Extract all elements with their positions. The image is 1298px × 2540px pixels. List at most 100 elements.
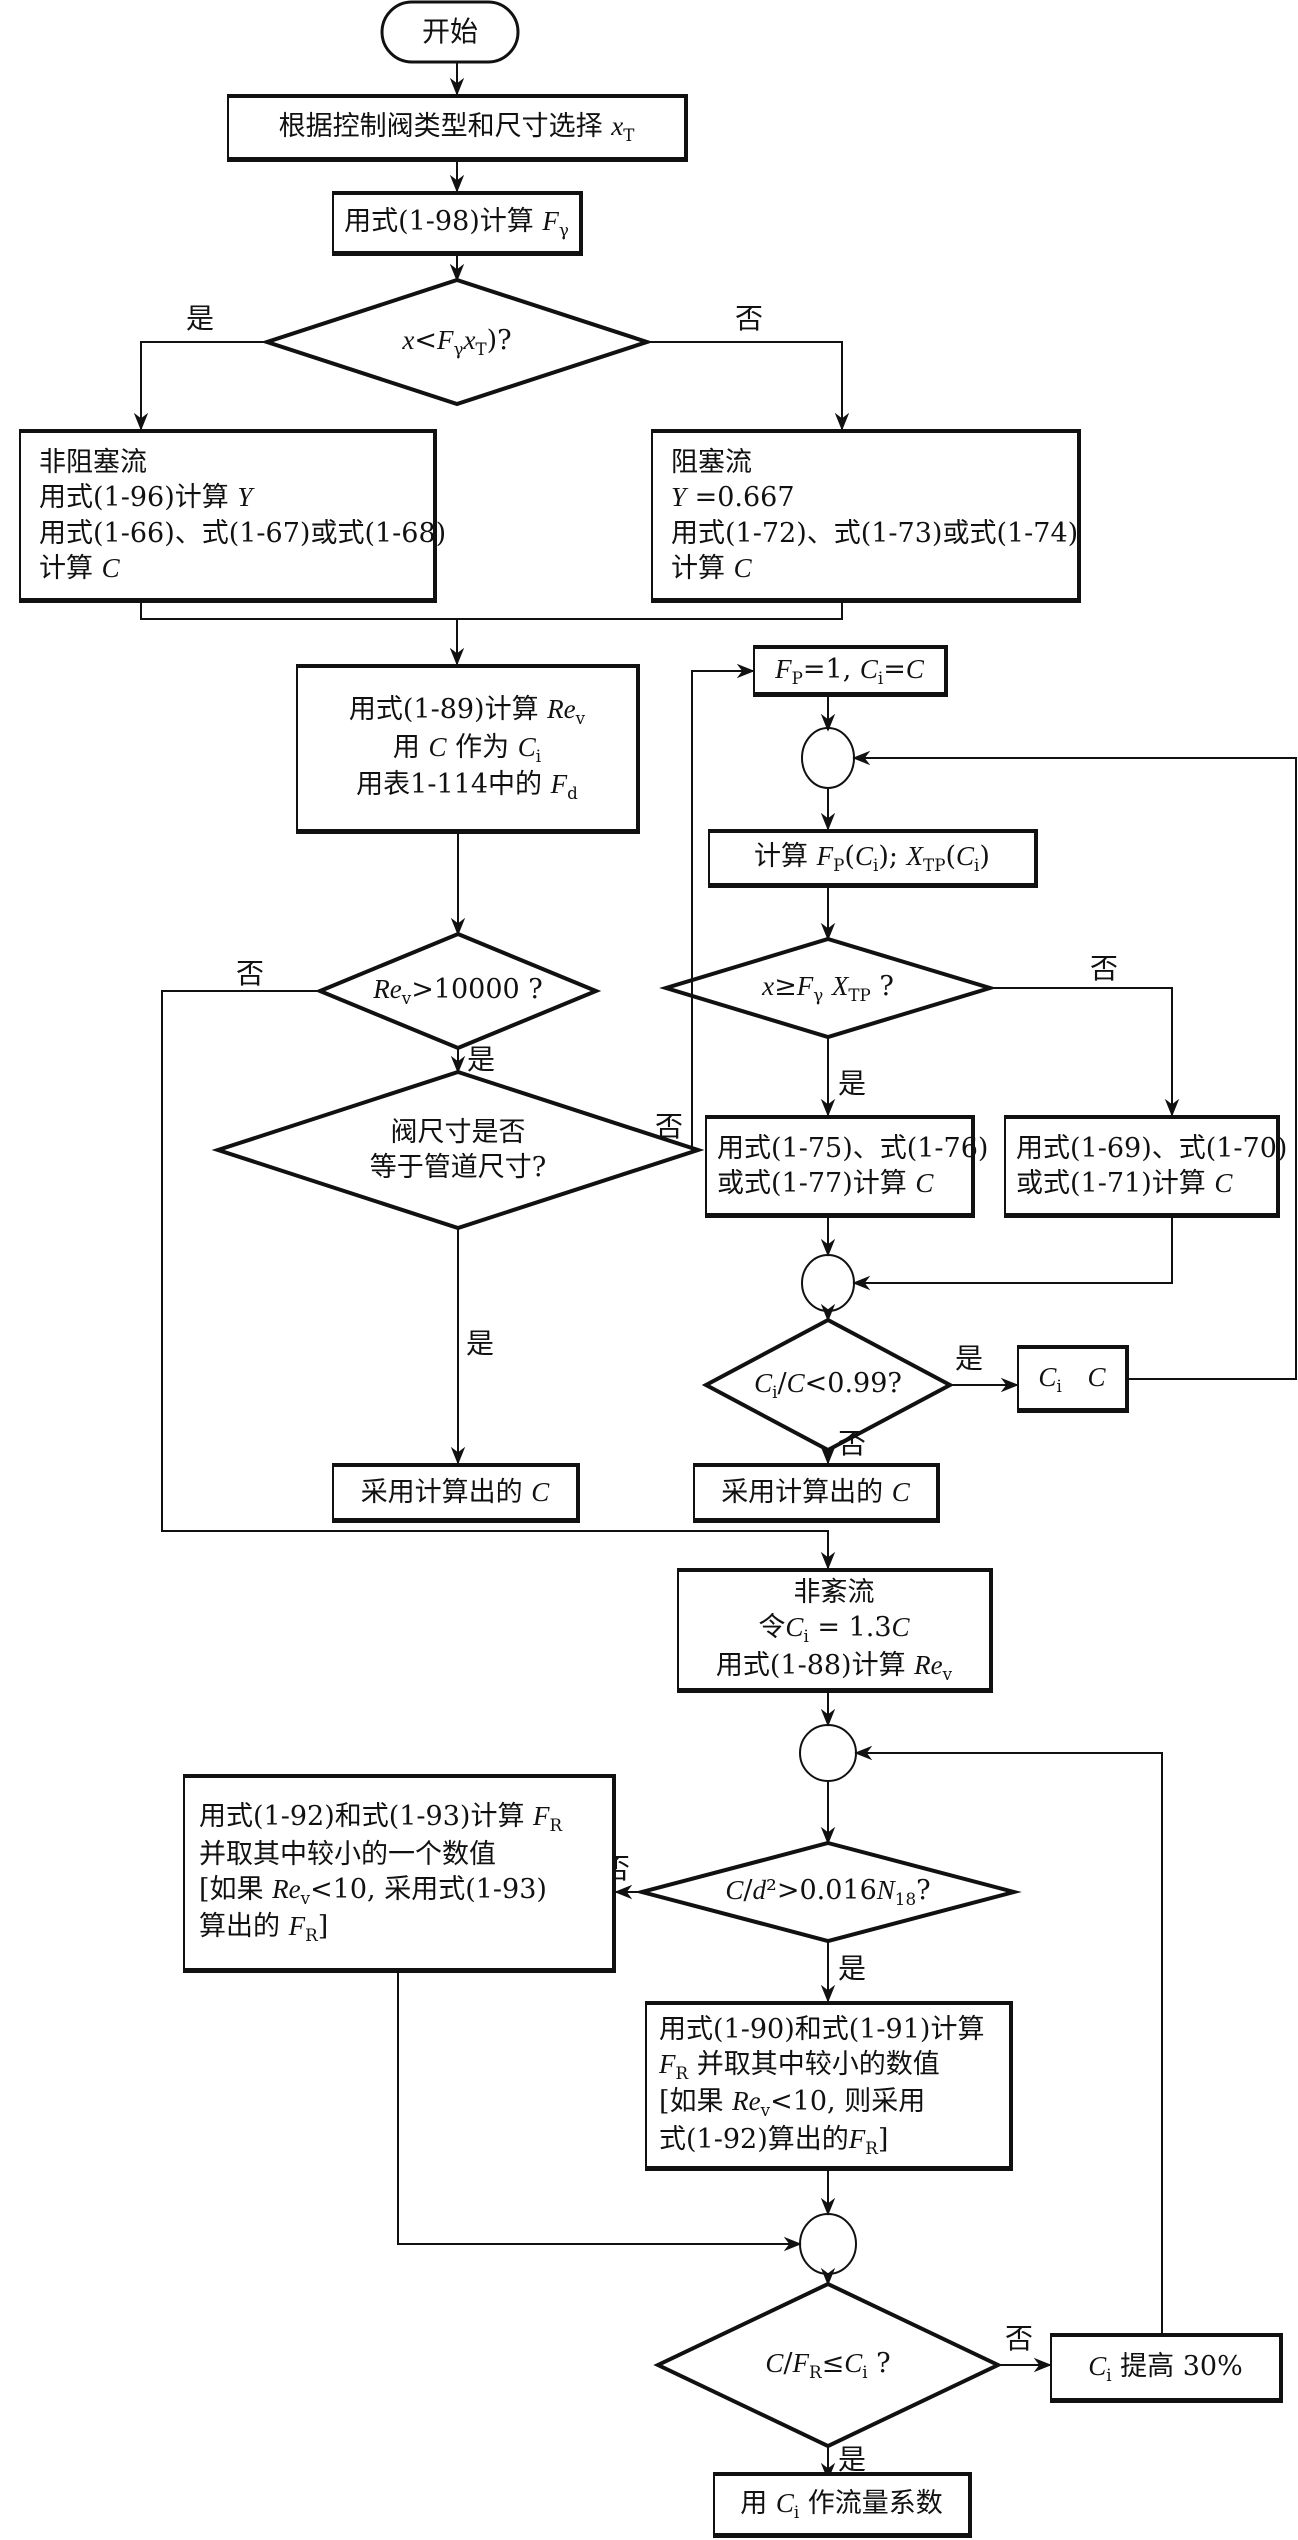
box-line: 计算 C: [671, 552, 752, 584]
box-line: 阻塞流: [671, 447, 752, 479]
connector-merge-left: [397, 1973, 802, 2252]
box-line: FR 并取其中较小的数值: [659, 2048, 940, 2083]
decision-choked-shape: [260, 277, 654, 407]
box-line: 式(1-92)算出的FR]: [659, 2123, 889, 2158]
yes-label: 是: [186, 302, 215, 335]
box-line: 非阻塞流: [39, 447, 147, 479]
calc-c-75-text: 用式(1-75)、式(1-76) 或式(1-77)计算 C: [717, 1131, 988, 1201]
final-label: 用 Ci 作流量系数: [740, 2487, 943, 2522]
fr-right-text: 用式(1-90)和式(1-91)计算 FR 并取其中较小的数值 [如果 Rev<…: [659, 2012, 984, 2160]
box-line: 用式(1-96)计算 Y: [39, 482, 253, 514]
connector-loop-back: [852, 750, 1297, 1380]
decision-xtp: x≥Fγ XTP ?: [710, 962, 946, 1014]
decision-size: 阀尺寸是否 等于管道尺寸?: [300, 1105, 616, 1195]
box-line: 或式(1-71)计算 C: [1016, 1168, 1233, 1199]
diamond-line: 阀尺寸是否: [390, 1116, 526, 1148]
decision-choked: x<FγxT)?: [337, 312, 577, 372]
calc-c-69-text: 用式(1-69)、式(1-70) 或式(1-71)计算 C: [1016, 1131, 1287, 1201]
calc-fp-xtp-label: 计算 FP(Ci); XTP(Ci): [754, 841, 990, 876]
box-line: 用表1-114中的 Fd: [356, 769, 578, 804]
junction-circle-3: [799, 1724, 857, 1782]
use-c-right-box: 采用计算出的 C: [693, 1463, 940, 1523]
select-xt-box: 根据控制阀类型和尺寸选择 xT: [227, 94, 688, 162]
junction-circle-4: [799, 2213, 857, 2275]
select-xt-label: 根据控制阀类型和尺寸选择 xT: [278, 110, 635, 145]
box-line: 用式(1-75)、式(1-76): [717, 1132, 989, 1164]
start-label: 开始: [421, 14, 478, 48]
no-label: 否: [1090, 952, 1119, 985]
connector-no-fp: [691, 663, 755, 1151]
box-line: [如果 Rev<10, 则采用: [659, 2086, 926, 2121]
start-terminal-shape: [380, 0, 520, 64]
box-line: 用式(1-69)、式(1-70): [1016, 1132, 1288, 1164]
box-line: 令Ci = 1.3C: [758, 1611, 910, 1646]
box-line: 用式(1-92)和式(1-93)计算 FR: [199, 1801, 563, 1835]
no-label: 否: [236, 957, 265, 990]
box-line: 用式(1-90)和式(1-91)计算: [659, 2013, 985, 2045]
decision-cfr-label: C/FR≤Ci ?: [765, 2348, 891, 2383]
decision-size-text: 阀尺寸是否 等于管道尺寸?: [370, 1115, 546, 1185]
choked-box: 阻塞流 Y =0.667 用式(1-72)、式(1-73)或式(1-74) 计算…: [651, 429, 1081, 603]
use-c-left-label: 采用计算出的 C: [360, 1476, 550, 1508]
laminar-text: 非紊流 令Ci = 1.3C 用式(1-88)计算 Rev: [716, 1575, 952, 1685]
box-line: Y =0.667: [671, 482, 795, 514]
decision-choked-label: x<FγxT)?: [402, 325, 512, 360]
connector-no-right: [990, 987, 1180, 1117]
no-label: 否: [1005, 2322, 1034, 2355]
assign-ci-box: Ci C: [1017, 1345, 1129, 1413]
box-line: 非紊流: [793, 1576, 875, 1608]
yes-label: 是: [838, 2443, 867, 2476]
fr-right-box: 用式(1-90)和式(1-91)计算 FR 并取其中较小的数值 [如果 Rev<…: [645, 2001, 1013, 2171]
calc-fgamma-label: 用式(1-98)计算 Fγ: [344, 206, 569, 241]
use-c-right-label: 采用计算出的 C: [721, 1476, 910, 1508]
box-line: 用式(1-72)、式(1-73)或式(1-74): [671, 517, 1079, 549]
junction-circle-2: [801, 1254, 855, 1312]
no-label: 否: [655, 1110, 684, 1143]
calc-fp-xtp-box: 计算 FP(Ci); XTP(Ci): [708, 829, 1038, 888]
box-line: 并取其中较小的一个数值: [199, 1838, 496, 1870]
connector-merge: [140, 603, 843, 620]
increase-ci-box: Ci 提高 30%: [1050, 2333, 1283, 2403]
calc-fgamma-box: 用式(1-98)计算 Fγ: [332, 191, 583, 256]
yes-label: 是: [838, 1067, 867, 1100]
yes-label: 是: [466, 1327, 495, 1360]
fr-left-box: 用式(1-92)和式(1-93)计算 FR 并取其中较小的一个数值 [如果 Re…: [183, 1774, 616, 1973]
use-c-left-box: 采用计算出的 C: [332, 1463, 580, 1523]
decision-cd2-label: C/d²>0.016N18?: [725, 1875, 931, 1910]
box-line: 用式(1-89)计算 Rev: [348, 694, 586, 728]
connector-loop-back-2: [854, 1745, 1163, 2333]
box-line: 用式(1-66)、式(1-67)或式(1-68): [39, 517, 447, 549]
box-line: 或式(1-77)计算 C: [717, 1168, 934, 1199]
calc-c-75-box: 用式(1-75)、式(1-76) 或式(1-77)计算 C: [705, 1115, 988, 1218]
box-line: 计算 C: [39, 552, 120, 584]
non-choked-text: 非阻塞流 用式(1-96)计算 Y 用式(1-66)、式(1-67)或式(1-6…: [39, 445, 446, 585]
no-label: 否: [838, 1427, 867, 1460]
calc-rev-text: 用式(1-89)计算 Rev 用 C 作为 Ci 用表1-114中的 Fd: [349, 692, 585, 805]
connector-no-laminar: [161, 990, 836, 1570]
box-line: 用 C 作为 Ci: [392, 731, 542, 766]
yes-label: 是: [838, 1952, 867, 1985]
yes-label: 是: [955, 1342, 984, 1375]
fp-init-label: FP=1, Ci=C: [775, 653, 924, 688]
calc-c-69-box: 用式(1-69)、式(1-70) 或式(1-71)计算 C: [1004, 1115, 1287, 1218]
non-choked-box: 非阻塞流 用式(1-96)计算 Y 用式(1-66)、式(1-67)或式(1-6…: [19, 429, 446, 603]
connector-merge-right: [852, 1218, 1173, 1291]
decision-ratio-label: Ci/C<0.99?: [754, 1368, 902, 1403]
calc-rev-box: 用式(1-89)计算 Rev 用 C 作为 Ci 用表1-114中的 Fd: [296, 664, 640, 834]
increase-ci-label: Ci 提高 30%: [1088, 2350, 1243, 2385]
no-label: 否: [735, 302, 764, 335]
box-line: [如果 Rev<10, 采用式(1-93): [199, 1873, 547, 1908]
junction-circle-1: [801, 727, 855, 789]
box-line: 算出的 FR]: [199, 1911, 329, 1946]
decision-rev: Rev>10000 ?: [340, 966, 576, 1016]
laminar-box: 非紊流 令Ci = 1.3C 用式(1-88)计算 Rev: [677, 1568, 993, 1693]
choked-text: 阻塞流 Y =0.667 用式(1-72)、式(1-73)或式(1-74) 计算…: [671, 445, 1078, 585]
decision-rev-label: Rev>10000 ?: [373, 974, 543, 1009]
box-line: 用式(1-88)计算 Rev: [715, 1649, 953, 1684]
decision-xtp-label: x≥Fγ XTP ?: [762, 971, 894, 1006]
decision-cfr: C/FR≤Ci ?: [720, 2340, 936, 2390]
final-box: 用 Ci 作流量系数: [713, 2472, 972, 2538]
decision-ratio: Ci/C<0.99?: [730, 1360, 926, 1410]
